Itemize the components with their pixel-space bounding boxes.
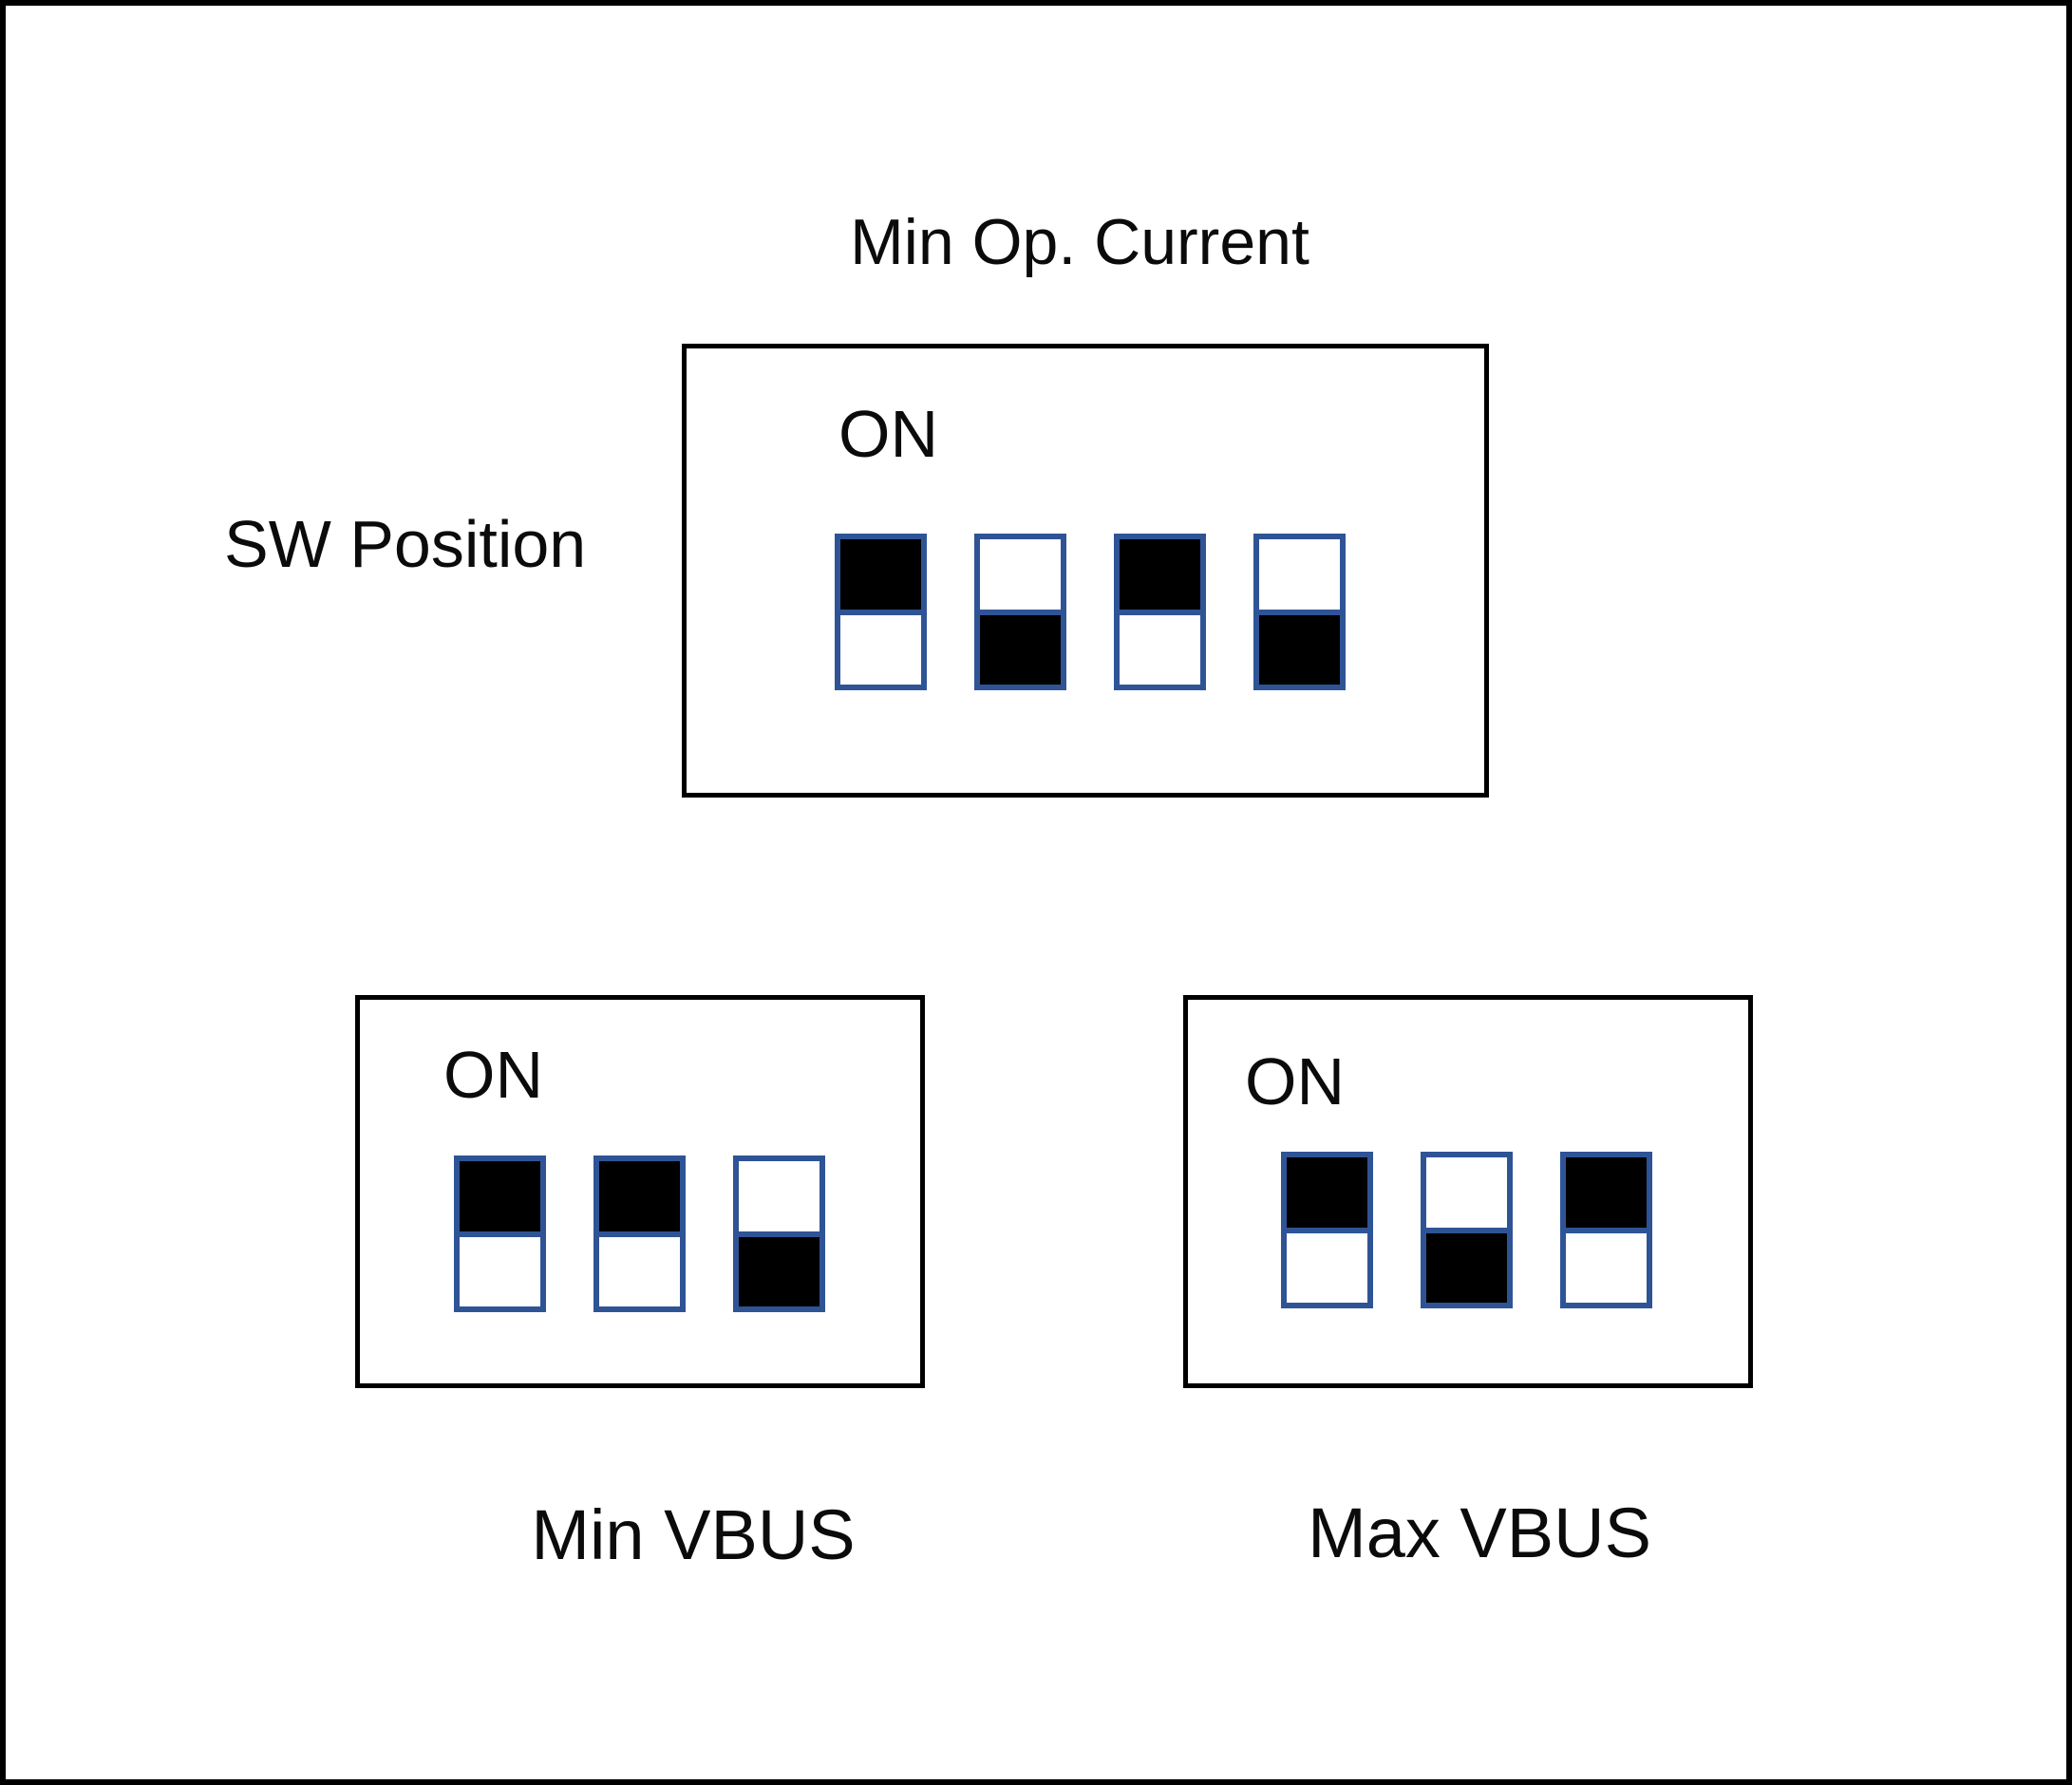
switch-cell-off-position [599, 1236, 680, 1306]
sw-position-label: SW Position [224, 507, 587, 581]
dip-switch-1-on [1281, 1152, 1373, 1308]
switch-cell-on-position [1566, 1157, 1647, 1233]
diagram-title: Min Op. Current [850, 206, 1309, 278]
dip-switch-2-off [1421, 1152, 1513, 1308]
switch-cell-off-position [1566, 1232, 1647, 1303]
switch-cell-off-position [1287, 1232, 1367, 1303]
on-label: ON [443, 1038, 543, 1112]
dip-switch-3-off [733, 1156, 825, 1312]
dip-switch-3-on [1114, 534, 1206, 690]
on-label: ON [1245, 1044, 1345, 1118]
switch-cell-on-position [840, 539, 921, 615]
switch-row-min-vbus [454, 1156, 825, 1312]
switch-row-min-op-current [835, 534, 1346, 690]
switch-cell-on-position [1259, 539, 1340, 615]
dip-switch-4-off [1253, 534, 1346, 690]
dip-switch-2-off [974, 534, 1066, 690]
switch-cell-on-position [1120, 539, 1200, 615]
switch-cell-on-position [980, 539, 1061, 615]
switch-cell-off-position [1259, 614, 1340, 685]
switch-cell-on-position [1426, 1157, 1507, 1233]
panel-min-op-current: ON [682, 344, 1489, 798]
switch-cell-off-position [739, 1236, 819, 1306]
switch-cell-on-position [460, 1161, 540, 1237]
dip-switch-1-on [454, 1156, 546, 1312]
caption-max-vbus: Max VBUS [1308, 1494, 1651, 1572]
switch-cell-on-position [1287, 1157, 1367, 1233]
dip-switch-2-on [593, 1156, 686, 1312]
switch-cell-on-position [739, 1161, 819, 1237]
on-label: ON [838, 397, 938, 471]
switch-cell-off-position [840, 614, 921, 685]
caption-min-vbus: Min VBUS [531, 1495, 856, 1574]
panel-min-vbus: ON [355, 995, 925, 1388]
switch-cell-off-position [980, 614, 1061, 685]
dip-switch-1-on [835, 534, 927, 690]
panel-max-vbus: ON [1183, 995, 1753, 1388]
switch-cell-off-position [1426, 1232, 1507, 1303]
switch-cell-on-position [599, 1161, 680, 1237]
switch-cell-off-position [1120, 614, 1200, 685]
dip-switch-3-on [1560, 1152, 1652, 1308]
switch-cell-off-position [460, 1236, 540, 1306]
switch-row-max-vbus [1281, 1152, 1652, 1308]
